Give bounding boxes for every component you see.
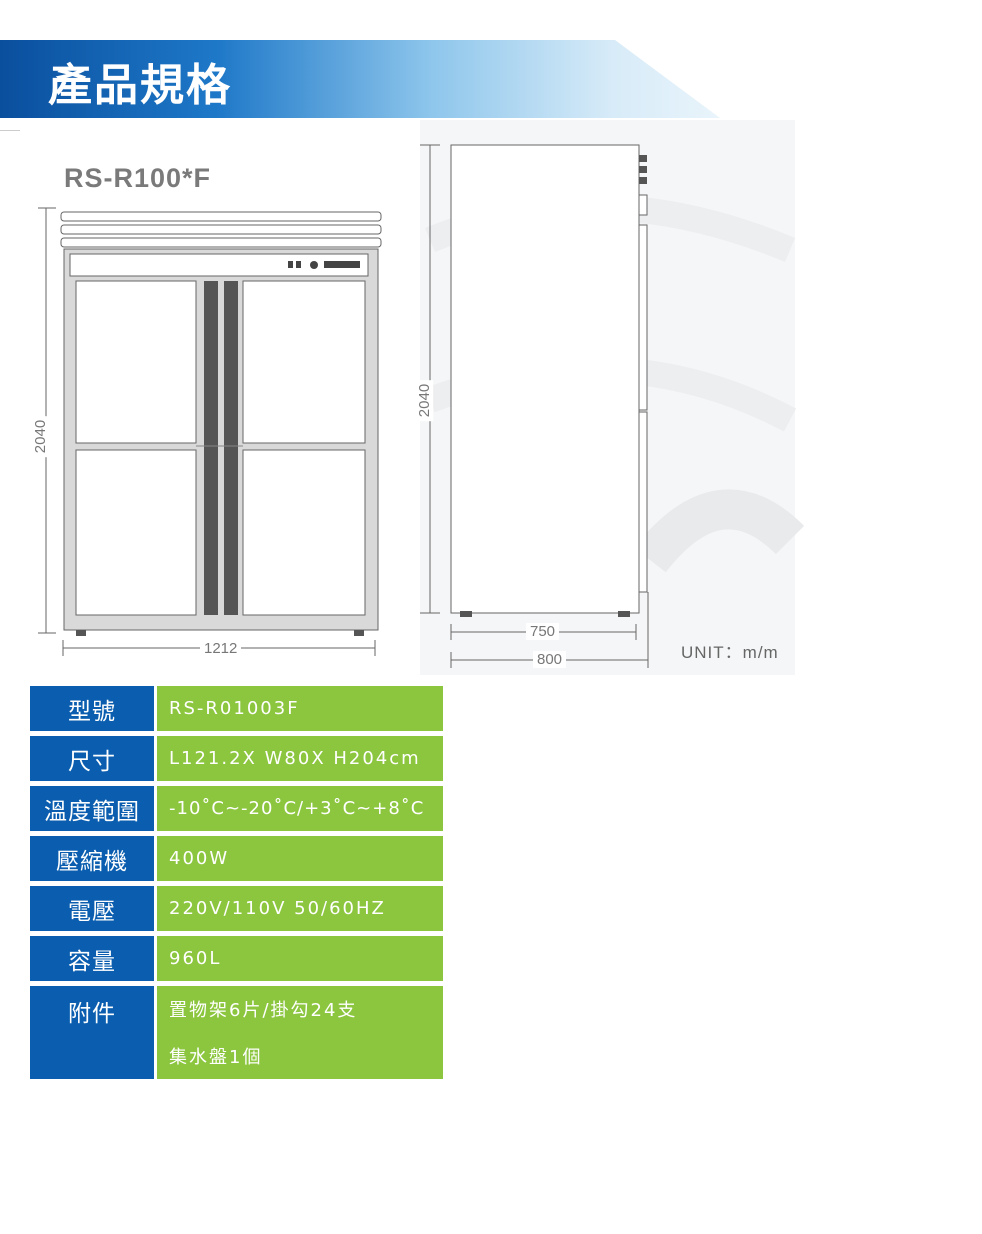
spec-table: 型號 RS-R01003F 尺寸 L121.2X W80X H204cm 溫度範…: [30, 686, 443, 1084]
side-view: [450, 144, 648, 617]
technical-drawing: [38, 144, 805, 668]
spec-value: -10˚C~-20˚C/+3˚C~+8˚C: [157, 786, 443, 831]
spec-row-size: 尺寸 L121.2X W80X H204cm: [30, 736, 443, 781]
side-depth-outer-dimension: 800: [533, 651, 567, 668]
spec-value: 400W: [157, 836, 443, 881]
spec-label: 電壓: [30, 886, 154, 931]
spec-row-temperature: 溫度範圍 -10˚C~-20˚C/+3˚C~+8˚C: [30, 786, 443, 831]
spec-value: 220V/110V 50/60HZ: [157, 886, 443, 931]
spec-label: 溫度範圍: [30, 786, 154, 831]
spec-row-voltage: 電壓 220V/110V 50/60HZ: [30, 886, 443, 931]
front-width-dimension: 1212: [200, 640, 242, 657]
page-title: 產品規格: [48, 60, 232, 111]
model-label: RS-R100*F: [64, 163, 212, 193]
spec-value-line-2: 集水盤1個: [169, 1046, 263, 1068]
spec-row-capacity: 容量 960L: [30, 936, 443, 981]
spec-row-compressor: 壓縮機 400W: [30, 836, 443, 881]
header-divider: [0, 130, 20, 131]
spec-value-line-1: 置物架6片/掛勾24支: [169, 1000, 358, 1022]
product-drawing: RS-R100*F 2040 1212 2040 750 800 UNIT：m/…: [32, 144, 805, 668]
front-view: [60, 211, 382, 636]
unit-label: UNIT：m/m: [681, 643, 779, 662]
header-banner: [0, 40, 720, 118]
spec-value: L121.2X W80X H204cm: [157, 736, 443, 781]
spec-label: 尺寸: [30, 736, 154, 781]
spec-value: 960L: [157, 936, 443, 981]
side-height-dimension: 2040: [416, 379, 434, 422]
front-height-dimension: 2040: [32, 415, 50, 458]
side-depth-inner-dimension: 750: [526, 623, 560, 640]
spec-row-model: 型號 RS-R01003F: [30, 686, 443, 731]
spec-label: 容量: [30, 936, 154, 981]
spec-label: 壓縮機: [30, 836, 154, 881]
spec-value: 置物架6片/掛勾24支 集水盤1個: [157, 986, 443, 1079]
spec-row-accessories: 附件 置物架6片/掛勾24支 集水盤1個: [30, 986, 443, 1079]
spec-label: 附件: [30, 986, 154, 1079]
spec-label: 型號: [30, 686, 154, 731]
spec-value: RS-R01003F: [157, 686, 443, 731]
